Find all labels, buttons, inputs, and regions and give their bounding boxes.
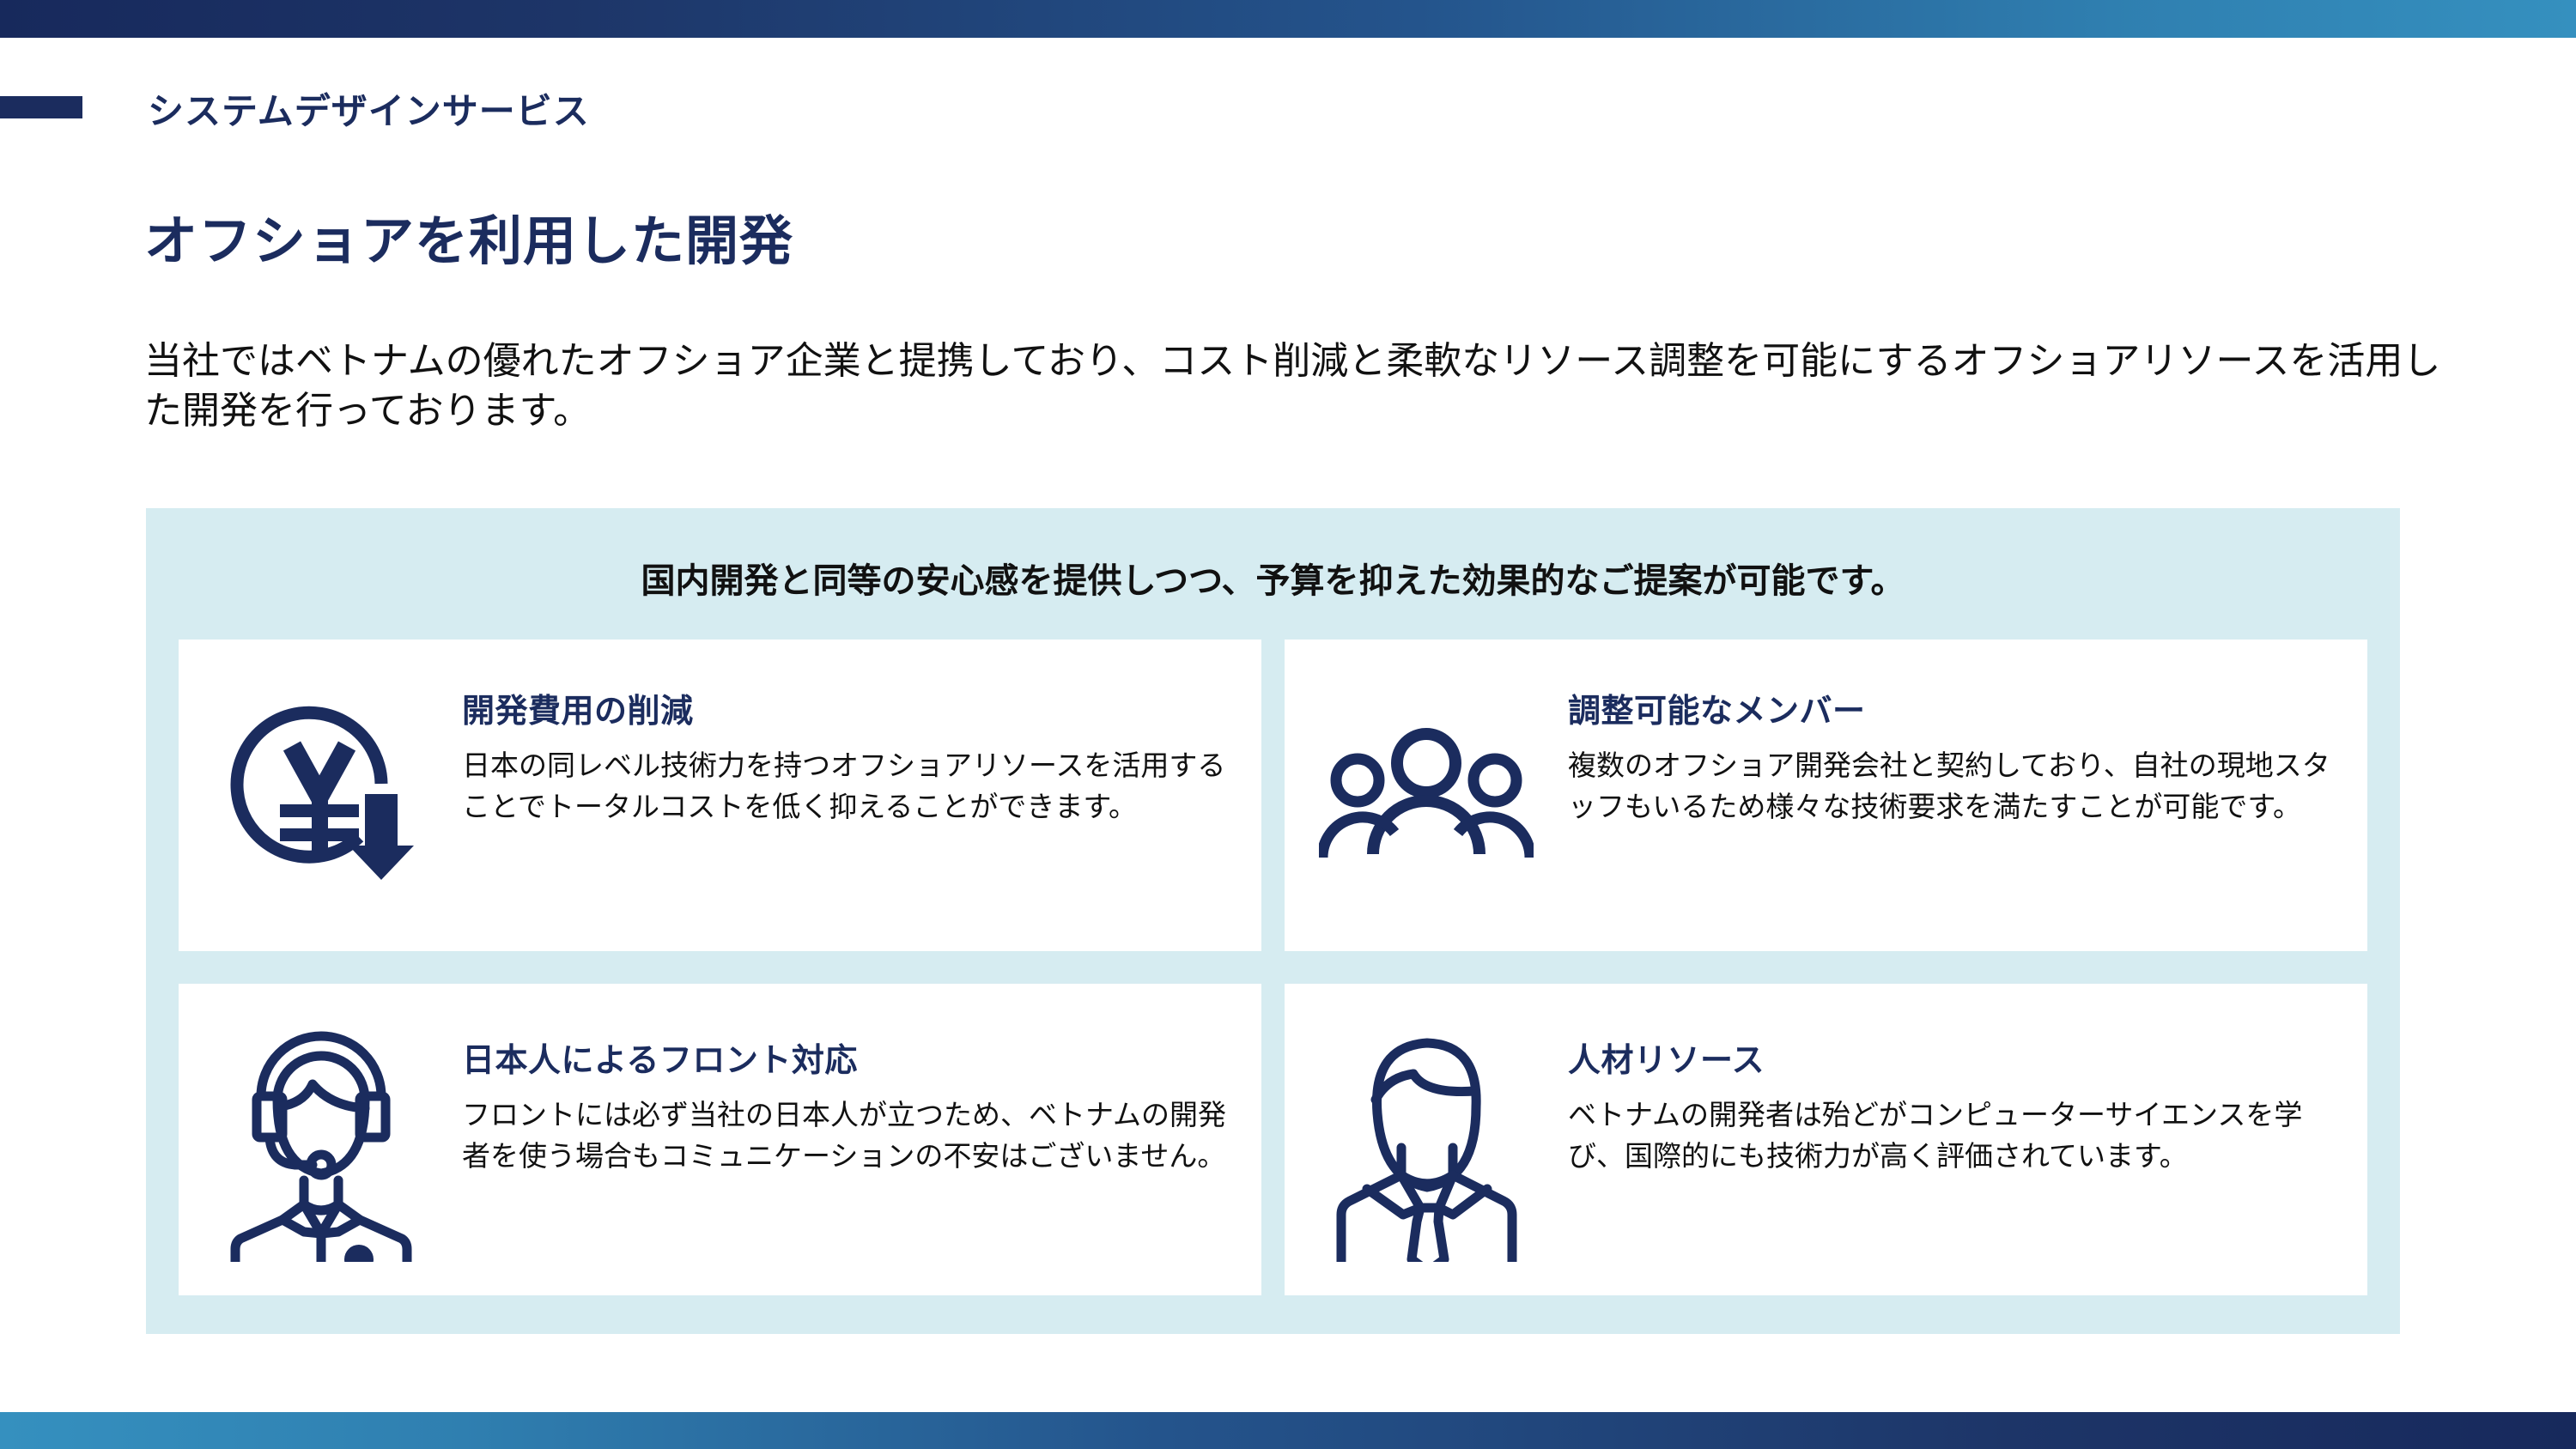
feature-card-text: フロントには必ず当社の日本人が立つため、ベトナムの開発者を使う場合もコミュニケー… — [462, 1099, 1227, 1173]
eyebrow-accent-dash — [0, 96, 82, 118]
feature-card-body: 人材リソース ベトナムの開発者は殆どがコンピューターサイエンスを学び、国際的にも… — [1568, 984, 2367, 1177]
feature-card: 調整可能なメンバー 複数のオフショア開発会社と契約しており、自社の現地スタッフも… — [1285, 640, 2367, 951]
bottom-accent-bar — [0, 1412, 2576, 1449]
feature-card-title: 日本人によるフロント対応 — [462, 1043, 858, 1079]
feature-card: 日本人によるフロント対応 フロントには必ず当社の日本人が立つため、ベトナムの開発… — [179, 984, 1261, 1295]
feature-card-title: 開発費用の削減 — [462, 694, 694, 730]
feature-card-body: 日本人によるフロント対応 フロントには必ず当社の日本人が立つため、ベトナムの開発… — [462, 984, 1261, 1177]
people-group-icon — [1285, 727, 1568, 864]
highlight-panel: 国内開発と同等の安心感を提供しつつ、予算を抑えた効果的なご提案が可能です。 開発… — [146, 508, 2400, 1334]
page-title: オフショアを利用した開発 — [144, 211, 794, 271]
feature-card: 人材リソース ベトナムの開発者は殆どがコンピューターサイエンスを学び、国際的にも… — [1285, 984, 2367, 1295]
feature-card-title: 人材リソース — [1568, 1043, 1765, 1079]
feature-card-body: 調整可能なメンバー 複数のオフショア開発会社と契約しており、自社の現地スタッフも… — [1568, 640, 2367, 828]
top-accent-bar — [0, 0, 2576, 38]
eyebrow-label: システムデザインサービス — [148, 91, 590, 131]
yen-decrease-icon — [179, 701, 462, 890]
feature-card-text: ベトナムの開発者は殆どがコンピューターサイエンスを学び、国際的にも技術力が高く評… — [1568, 1099, 2303, 1173]
headset-support-agent-icon — [179, 1017, 462, 1262]
feature-card: 開発費用の削減 日本の同レベル技術力を持つオフショアリソースを活用することでトー… — [179, 640, 1261, 951]
panel-heading: 国内開発と同等の安心感を提供しつつ、予算を抑えた効果的なご提案が可能です。 — [641, 562, 1905, 600]
feature-card-grid: 開発費用の削減 日本の同レベル技術力を持つオフショアリソースを活用することでトー… — [179, 640, 2367, 1295]
feature-card-body: 開発費用の削減 日本の同レベル技術力を持つオフショアリソースを活用することでトー… — [462, 640, 1261, 828]
feature-card-title: 調整可能なメンバー — [1568, 694, 1866, 730]
intro-paragraph: 当社ではベトナムの優れたオフショア企業と提携しており、コスト削減と柔軟なリソース… — [144, 340, 2441, 433]
feature-card-text: 複数のオフショア開発会社と契約しており、自社の現地スタッフもいるため様々な技術要… — [1568, 749, 2330, 823]
businessman-avatar-icon — [1285, 1017, 1568, 1262]
feature-card-text: 日本の同レベル技術力を持つオフショアリソースを活用することでトータルコストを低く… — [462, 749, 1226, 823]
